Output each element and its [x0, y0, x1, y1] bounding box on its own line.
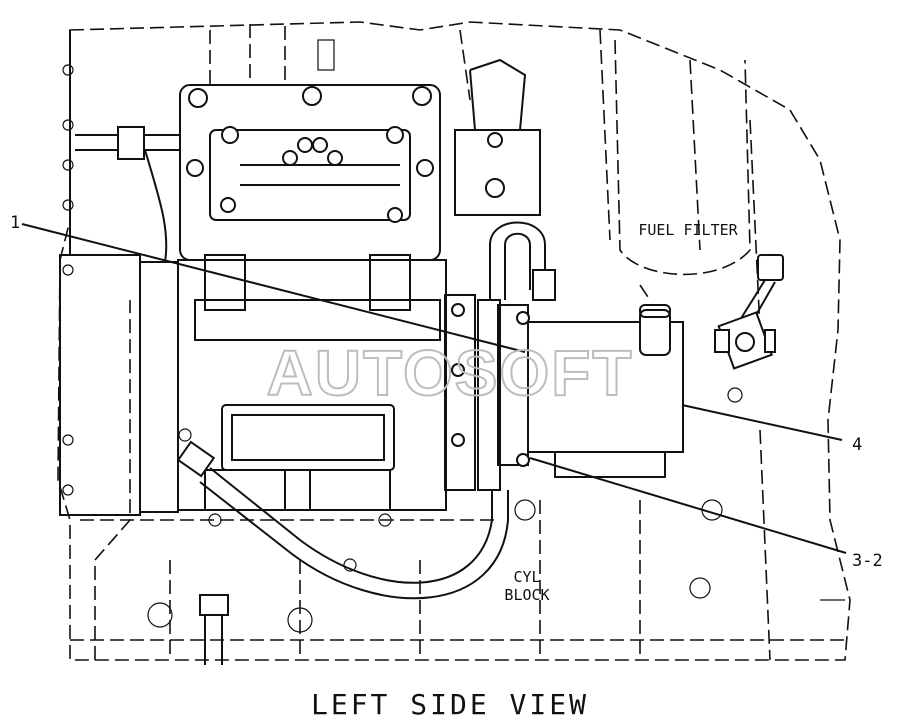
compressor-head [179, 84, 441, 261]
cyl-block-label-line1: CYL [513, 568, 540, 586]
watermark-text: AUTOSOFT [267, 337, 634, 409]
pressure-sensor-fitting [714, 254, 784, 403]
fuel-pump-housing [527, 304, 684, 478]
view-title: LEFT SIDE VIEW [311, 688, 589, 721]
cyl-block-label-line2: BLOCK [504, 586, 549, 604]
lower-block-bosses [147, 499, 845, 665]
leader-lines [21, 223, 847, 554]
callout-1: 1 [10, 213, 20, 233]
fuel-line-top [75, 126, 180, 263]
fuel-filter-label: FUEL FILTER [638, 221, 738, 239]
coolant-hose-upper [489, 221, 556, 301]
callout-4: 4 [852, 435, 862, 455]
valve-block [317, 39, 541, 216]
callout-3-2: 3-2 [852, 551, 883, 571]
lubrication-hose-lower [176, 440, 509, 600]
flywheel-housing [59, 30, 179, 516]
fuel-filter-canister [614, 39, 751, 301]
compressor-body [177, 254, 447, 527]
